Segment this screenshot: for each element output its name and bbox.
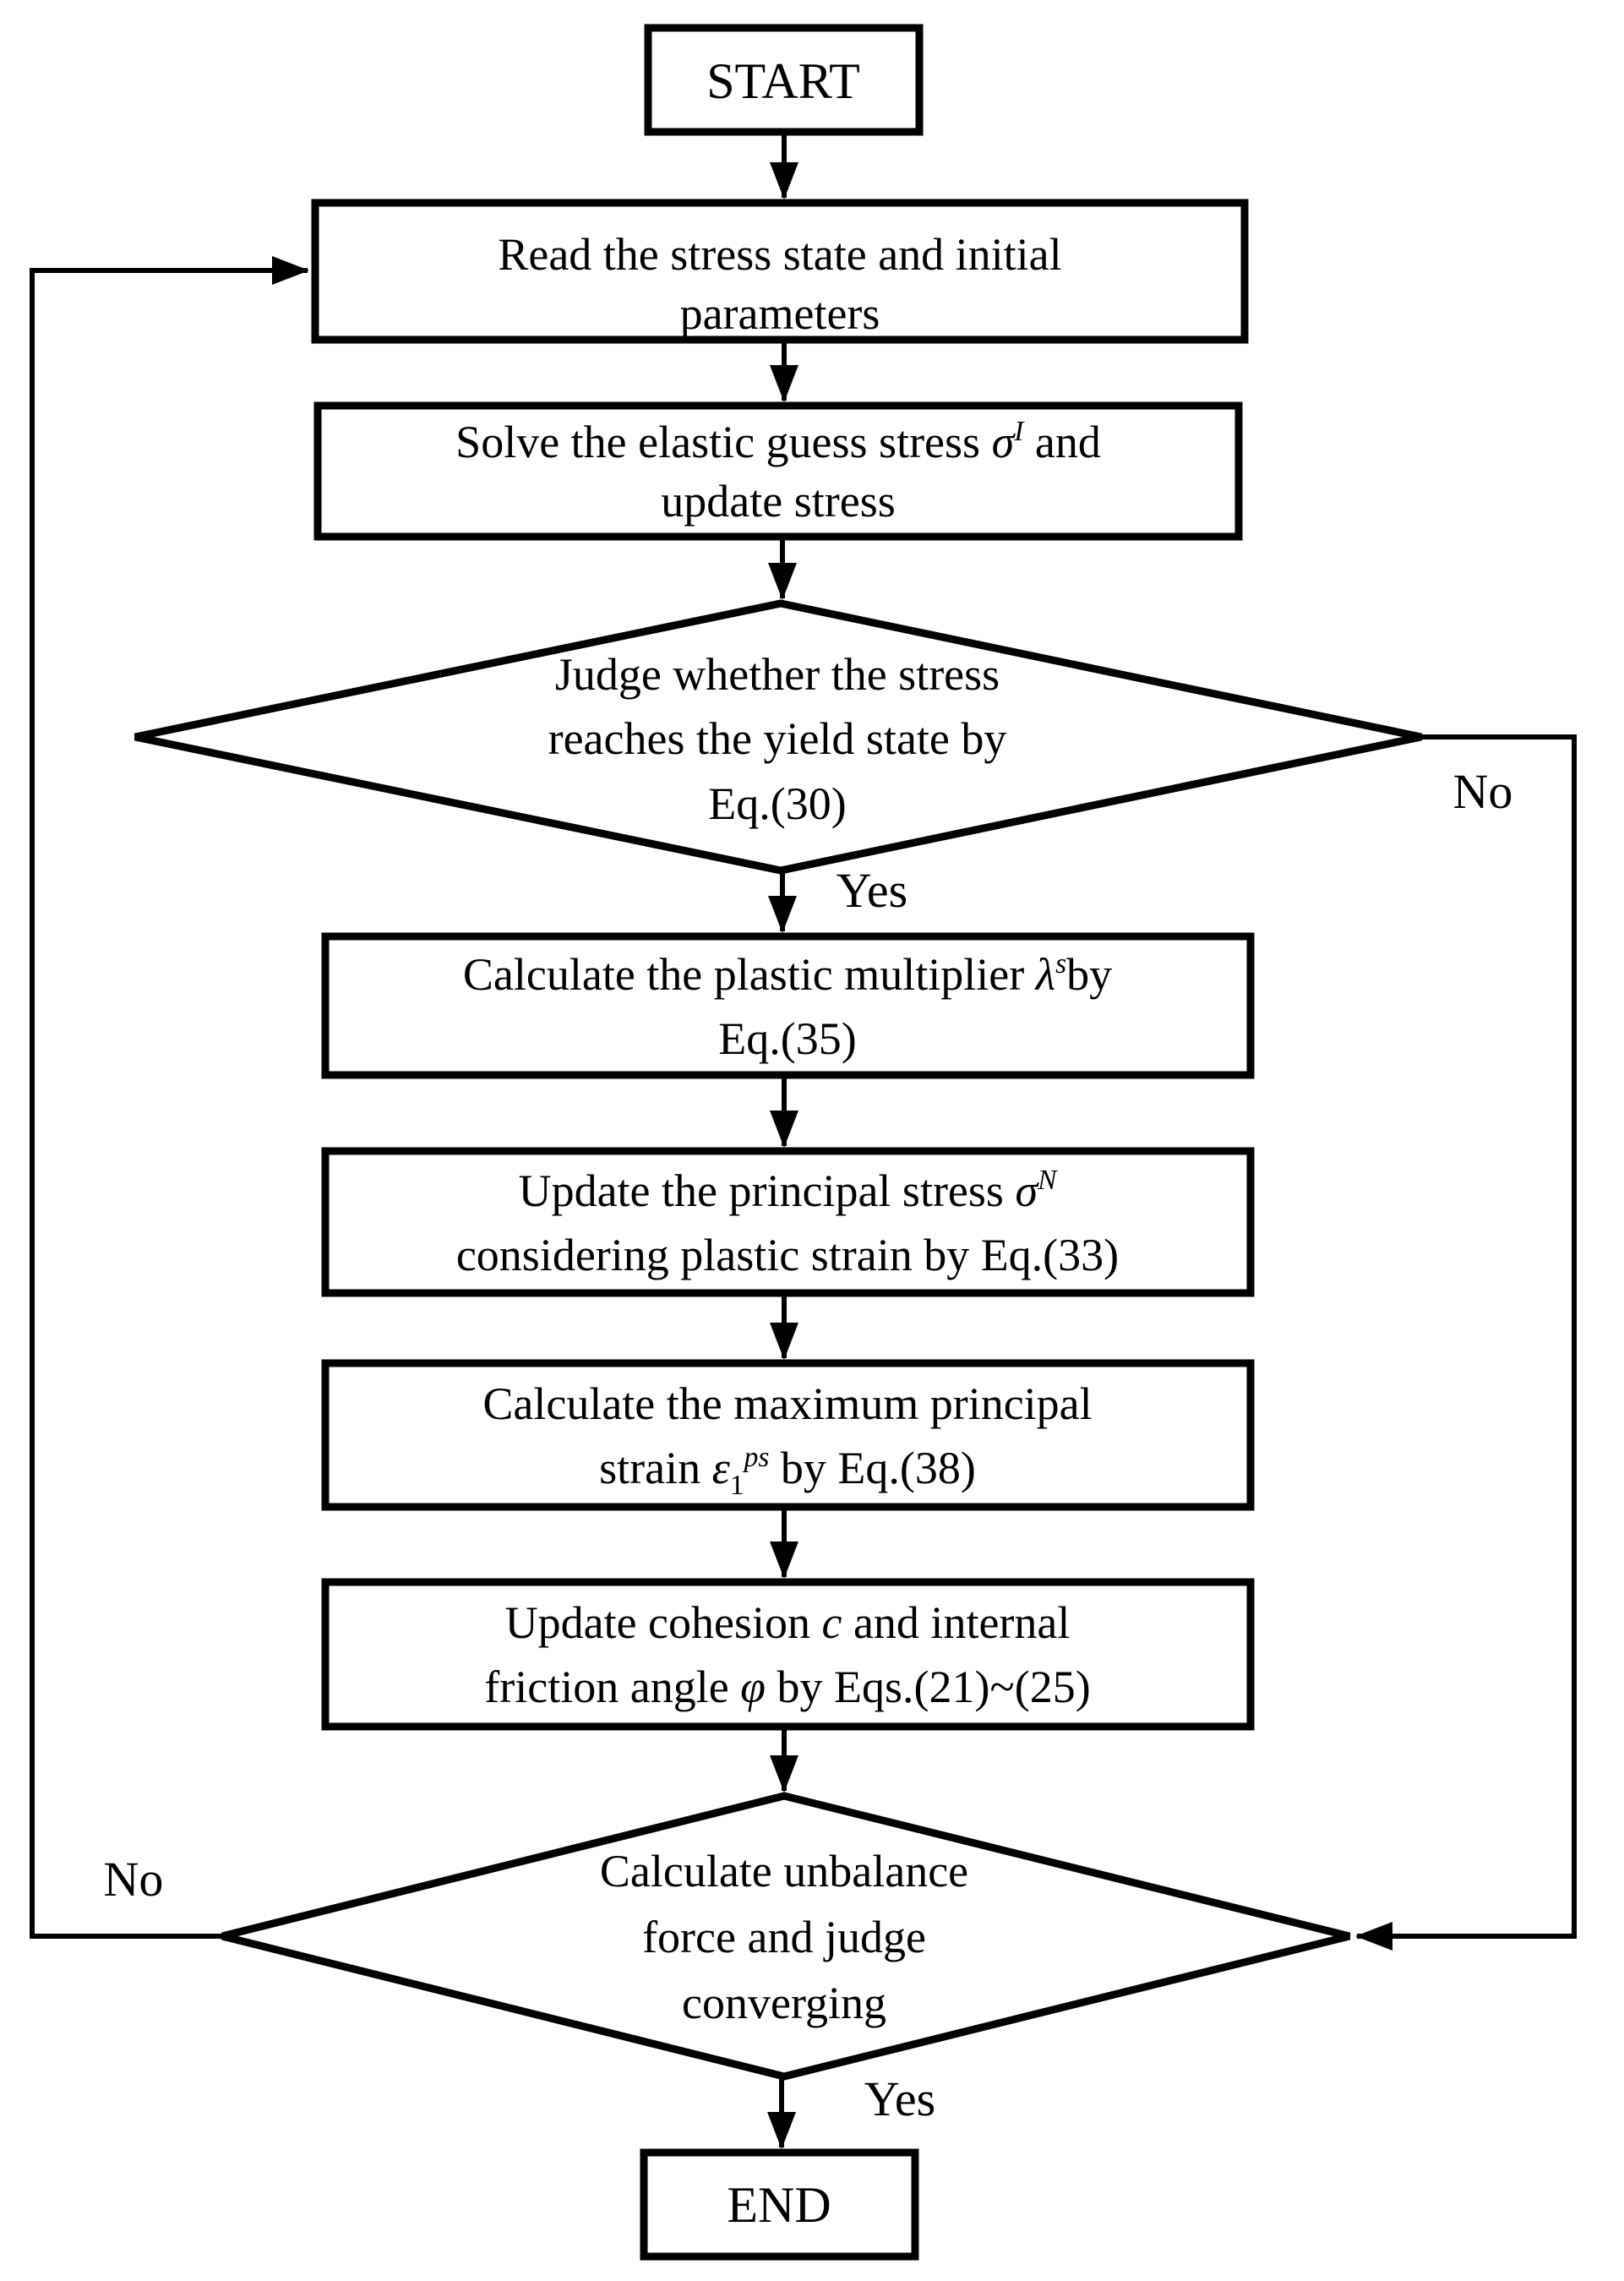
max-principal-strain-line-1: Calculate the maximum principal (482, 1378, 1092, 1429)
end-node (640, 2148, 919, 2261)
converge-decision-line-2: force and judge (642, 1912, 926, 1962)
solve-elastic-guess-line-2: update stress (661, 476, 895, 527)
converge-decision-line-1: Calculate unbalance (600, 1846, 968, 1896)
converge-yes-label: Yes (864, 2071, 935, 2126)
start-node (644, 24, 924, 136)
solve-elastic-guess-box (313, 401, 1243, 541)
update-principal-stress-line-1: Update the principal stress σN (519, 1165, 1058, 1216)
yield-yes-label: Yes (837, 863, 907, 918)
max-principal-strain-box (321, 1359, 1255, 1511)
yield-decision-line-2: reaches the yield state by (548, 713, 1007, 764)
update-cohesion-box (321, 1578, 1255, 1731)
arrow-yield-no-loop (1355, 734, 1577, 1951)
update-principal-stress-box (321, 1147, 1255, 1297)
start-node-label: START (706, 53, 860, 109)
arrow-converge-no-loop (30, 256, 309, 1939)
yield-decision-line-1: Judge whether the stress (555, 649, 1000, 700)
yield-no-label: No (1453, 764, 1513, 819)
end-node-label: END (727, 2177, 831, 2233)
update-principal-stress-line-2: considering plastic strain by Eq.(33) (456, 1230, 1119, 1280)
read-parameters-box (311, 199, 1249, 344)
read-parameters-line-2: parameters (680, 288, 880, 339)
plastic-multiplier-box (321, 932, 1255, 1079)
converge-decision-diamond (221, 1792, 1351, 2081)
solve-elastic-guess-line-1: Solve the elastic guess stress σI and (455, 416, 1101, 467)
max-principal-strain-line-2: strain ε1ps by Eq.(38) (599, 1442, 976, 1501)
update-cohesion-line-2: friction angle φ by Eqs.(21)~(25) (484, 1662, 1090, 1712)
plastic-multiplier-line-2: Eq.(35) (718, 1013, 856, 1064)
yield-decision-diamond (134, 599, 1422, 875)
converge-decision-line-3: converging (682, 1978, 886, 2028)
plastic-multiplier-line-1: Calculate the plastic multiplier λsby (463, 948, 1112, 1000)
yield-decision-line-3: Eq.(30) (708, 778, 846, 829)
converge-no-label: No (104, 1852, 164, 1907)
update-cohesion-line-1: Update cohesion c and internal (505, 1597, 1071, 1648)
read-parameters-line-1: Read the stress state and initial (498, 229, 1061, 280)
